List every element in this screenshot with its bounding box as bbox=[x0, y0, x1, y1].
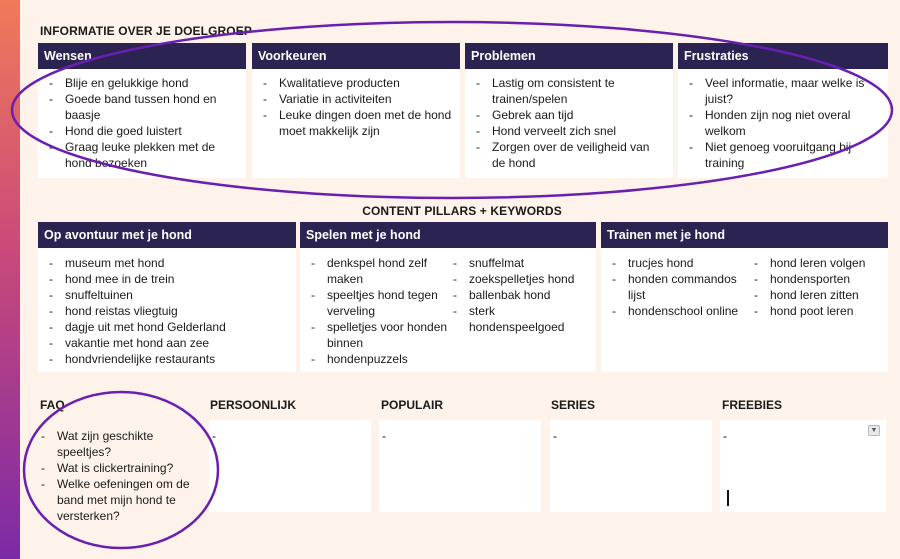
list-item: snuffeltuinen bbox=[46, 287, 288, 303]
list-item: Leuke dingen doen met de hond moet makke… bbox=[260, 107, 452, 139]
list-item: Veel informatie, maar welke is juist? bbox=[686, 75, 880, 107]
list-item: Gebrek aan tijd bbox=[473, 107, 665, 123]
keyword-list-1: trucjes hondhonden commandos lijsthonden… bbox=[609, 255, 751, 319]
keyword-list-2: snuffelmatzoekspelletjes hondballenbak h… bbox=[450, 255, 588, 367]
card-header: Voorkeuren bbox=[252, 43, 460, 69]
list-item: Kwalitatieve producten bbox=[260, 75, 452, 91]
populair-card[interactable] bbox=[379, 420, 541, 512]
card-list: Veel informatie, maar welke is juist?Hon… bbox=[686, 75, 880, 171]
card-problemen[interactable]: Problemen Lastig om consistent te traine… bbox=[465, 43, 673, 178]
list-item: Blije en gelukkige hond bbox=[46, 75, 238, 91]
card-header: Frustraties bbox=[678, 43, 888, 69]
list-item: hond leren volgen bbox=[751, 255, 880, 271]
list-item: ballenbak hond bbox=[450, 287, 588, 303]
persoonlijk-card[interactable] bbox=[209, 420, 371, 512]
series-card[interactable] bbox=[550, 420, 712, 512]
card-header: Op avontuur met je hond bbox=[38, 222, 296, 248]
pillar-spelen[interactable]: Spelen met je hond denkspel hond zelf ma… bbox=[300, 222, 596, 372]
series-list bbox=[550, 420, 712, 444]
freebies-label: FREEBIES bbox=[722, 398, 783, 412]
card-list: Blije en gelukkige hondGoede band tussen… bbox=[46, 75, 238, 171]
list-item: Welke oefeningen om de band met mijn hon… bbox=[38, 476, 204, 524]
keyword-list-1: denkspel hond zelf makenspeeltjes hond t… bbox=[308, 255, 450, 367]
list-item: hondenschool online bbox=[609, 303, 751, 319]
list-item: Niet genoeg vooruitgang bij training bbox=[686, 139, 880, 171]
list-item: hondvriendelijke restaurants bbox=[46, 351, 288, 367]
list-item: Goede band tussen hond en baasje bbox=[46, 91, 238, 123]
list-item: snuffelmat bbox=[450, 255, 588, 271]
list-item: Hond die goed luistert bbox=[46, 123, 238, 139]
pillar-avontuur[interactable]: Op avontuur met je hond museum met hondh… bbox=[38, 222, 296, 372]
persoonlijk-list bbox=[209, 420, 371, 444]
card-frustraties[interactable]: Frustraties Veel informatie, maar welke … bbox=[678, 43, 888, 178]
card-list: Lastig om consistent te trainen/spelenGe… bbox=[473, 75, 665, 171]
keyword-list-2: hond leren volgenhondensportenhond leren… bbox=[751, 255, 880, 319]
persoonlijk-label: PERSOONLIJK bbox=[210, 398, 297, 412]
freebies-card[interactable]: ▼ bbox=[720, 420, 886, 512]
list-item: Zorgen over de veiligheid van de hond bbox=[473, 139, 665, 171]
list-item: zoekspelletjes hond bbox=[450, 271, 588, 287]
list-item: speeltjes hond tegen verveling bbox=[308, 287, 450, 319]
card-wensen[interactable]: Wensen Blije en gelukkige hondGoede band… bbox=[38, 43, 246, 178]
text-cursor bbox=[727, 490, 729, 506]
list-item: denkspel hond zelf maken bbox=[308, 255, 450, 287]
list-item: Wat zijn geschikte speeltjes? bbox=[38, 428, 204, 460]
list-item: Graag leuke plekken met de hond bezoeken bbox=[46, 139, 238, 171]
card-header: Problemen bbox=[465, 43, 673, 69]
left-accent-stripe bbox=[0, 0, 20, 559]
freebies-list bbox=[720, 420, 886, 444]
list-item: sterk hondenspeelgoed bbox=[450, 303, 588, 335]
card-header: Spelen met je hond bbox=[300, 222, 596, 248]
list-item: vakantie met hond aan zee bbox=[46, 335, 288, 351]
card-header: Wensen bbox=[38, 43, 246, 69]
card-list: Kwalitatieve productenVariatie in activi… bbox=[260, 75, 452, 139]
card-voorkeuren[interactable]: Voorkeuren Kwalitatieve productenVariati… bbox=[252, 43, 460, 178]
list-item: museum met hond bbox=[46, 255, 288, 271]
faq-list: Wat zijn geschikte speeltjes?Wat is clic… bbox=[38, 420, 204, 524]
list-item: hond reistas vliegtuig bbox=[46, 303, 288, 319]
list-item: hondensporten bbox=[751, 271, 880, 287]
chevron-down-icon[interactable]: ▼ bbox=[868, 425, 880, 436]
list-item: hond mee in de trein bbox=[46, 271, 288, 287]
list-item: trucjes hond bbox=[609, 255, 751, 271]
doelgroep-title: INFORMATIE OVER JE DOELGROEP bbox=[40, 24, 252, 38]
card-header: Trainen met je hond bbox=[601, 222, 888, 248]
pillars-title: CONTENT PILLARS + KEYWORDS bbox=[362, 204, 562, 218]
faq-label: FAQ bbox=[40, 398, 65, 412]
faq-card[interactable]: Wat zijn geschikte speeltjes?Wat is clic… bbox=[38, 420, 204, 523]
list-item: dagje uit met hond Gelderland bbox=[46, 319, 288, 335]
list-item: spelletjes voor honden binnen bbox=[308, 319, 450, 351]
list-item: honden commandos lijst bbox=[609, 271, 751, 303]
list-item: hond leren zitten bbox=[751, 287, 880, 303]
populair-list bbox=[379, 420, 541, 444]
list-item: Honden zijn nog niet overal welkom bbox=[686, 107, 880, 139]
list-item: Variatie in activiteiten bbox=[260, 91, 452, 107]
list-item: hond poot leren bbox=[751, 303, 880, 319]
populair-label: POPULAIR bbox=[381, 398, 444, 412]
list-item: Wat is clickertraining? bbox=[38, 460, 204, 476]
series-label: SERIES bbox=[551, 398, 596, 412]
list-item: hondenpuzzels bbox=[308, 351, 450, 367]
pillar-trainen[interactable]: Trainen met je hond trucjes hondhonden c… bbox=[601, 222, 888, 372]
list-item: Lastig om consistent te trainen/spelen bbox=[473, 75, 665, 107]
list-item: Hond verveelt zich snel bbox=[473, 123, 665, 139]
keyword-list-1: museum met hondhond mee in de treinsnuff… bbox=[46, 255, 288, 367]
